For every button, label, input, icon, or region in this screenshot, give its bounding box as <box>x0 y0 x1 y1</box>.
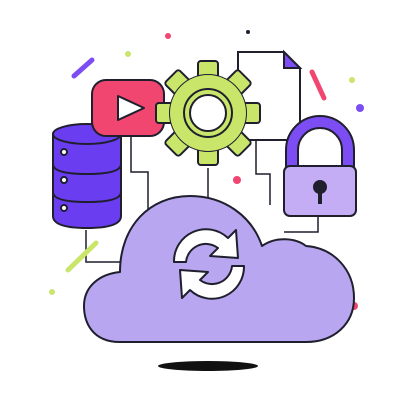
confetti-dash <box>65 240 99 273</box>
confetti-dash <box>309 69 327 101</box>
gear-icon <box>155 60 261 166</box>
confetti-dot <box>165 33 171 39</box>
cloud-shadow <box>158 361 258 371</box>
database-icon <box>52 123 122 230</box>
padlock-icon <box>283 115 357 217</box>
confetti-dot <box>349 77 355 83</box>
connector-lines <box>85 135 319 263</box>
confetti-dot <box>233 176 241 184</box>
confetti-dot <box>356 104 364 112</box>
confetti-dash <box>71 57 95 79</box>
confetti-dot <box>49 289 55 295</box>
cloud-icon <box>83 195 355 343</box>
confetti-dot <box>125 51 131 57</box>
sync-arrows-icon <box>172 228 246 300</box>
document-icon <box>237 49 303 141</box>
confetti-dot <box>246 30 250 34</box>
video-play-icon <box>91 79 165 137</box>
